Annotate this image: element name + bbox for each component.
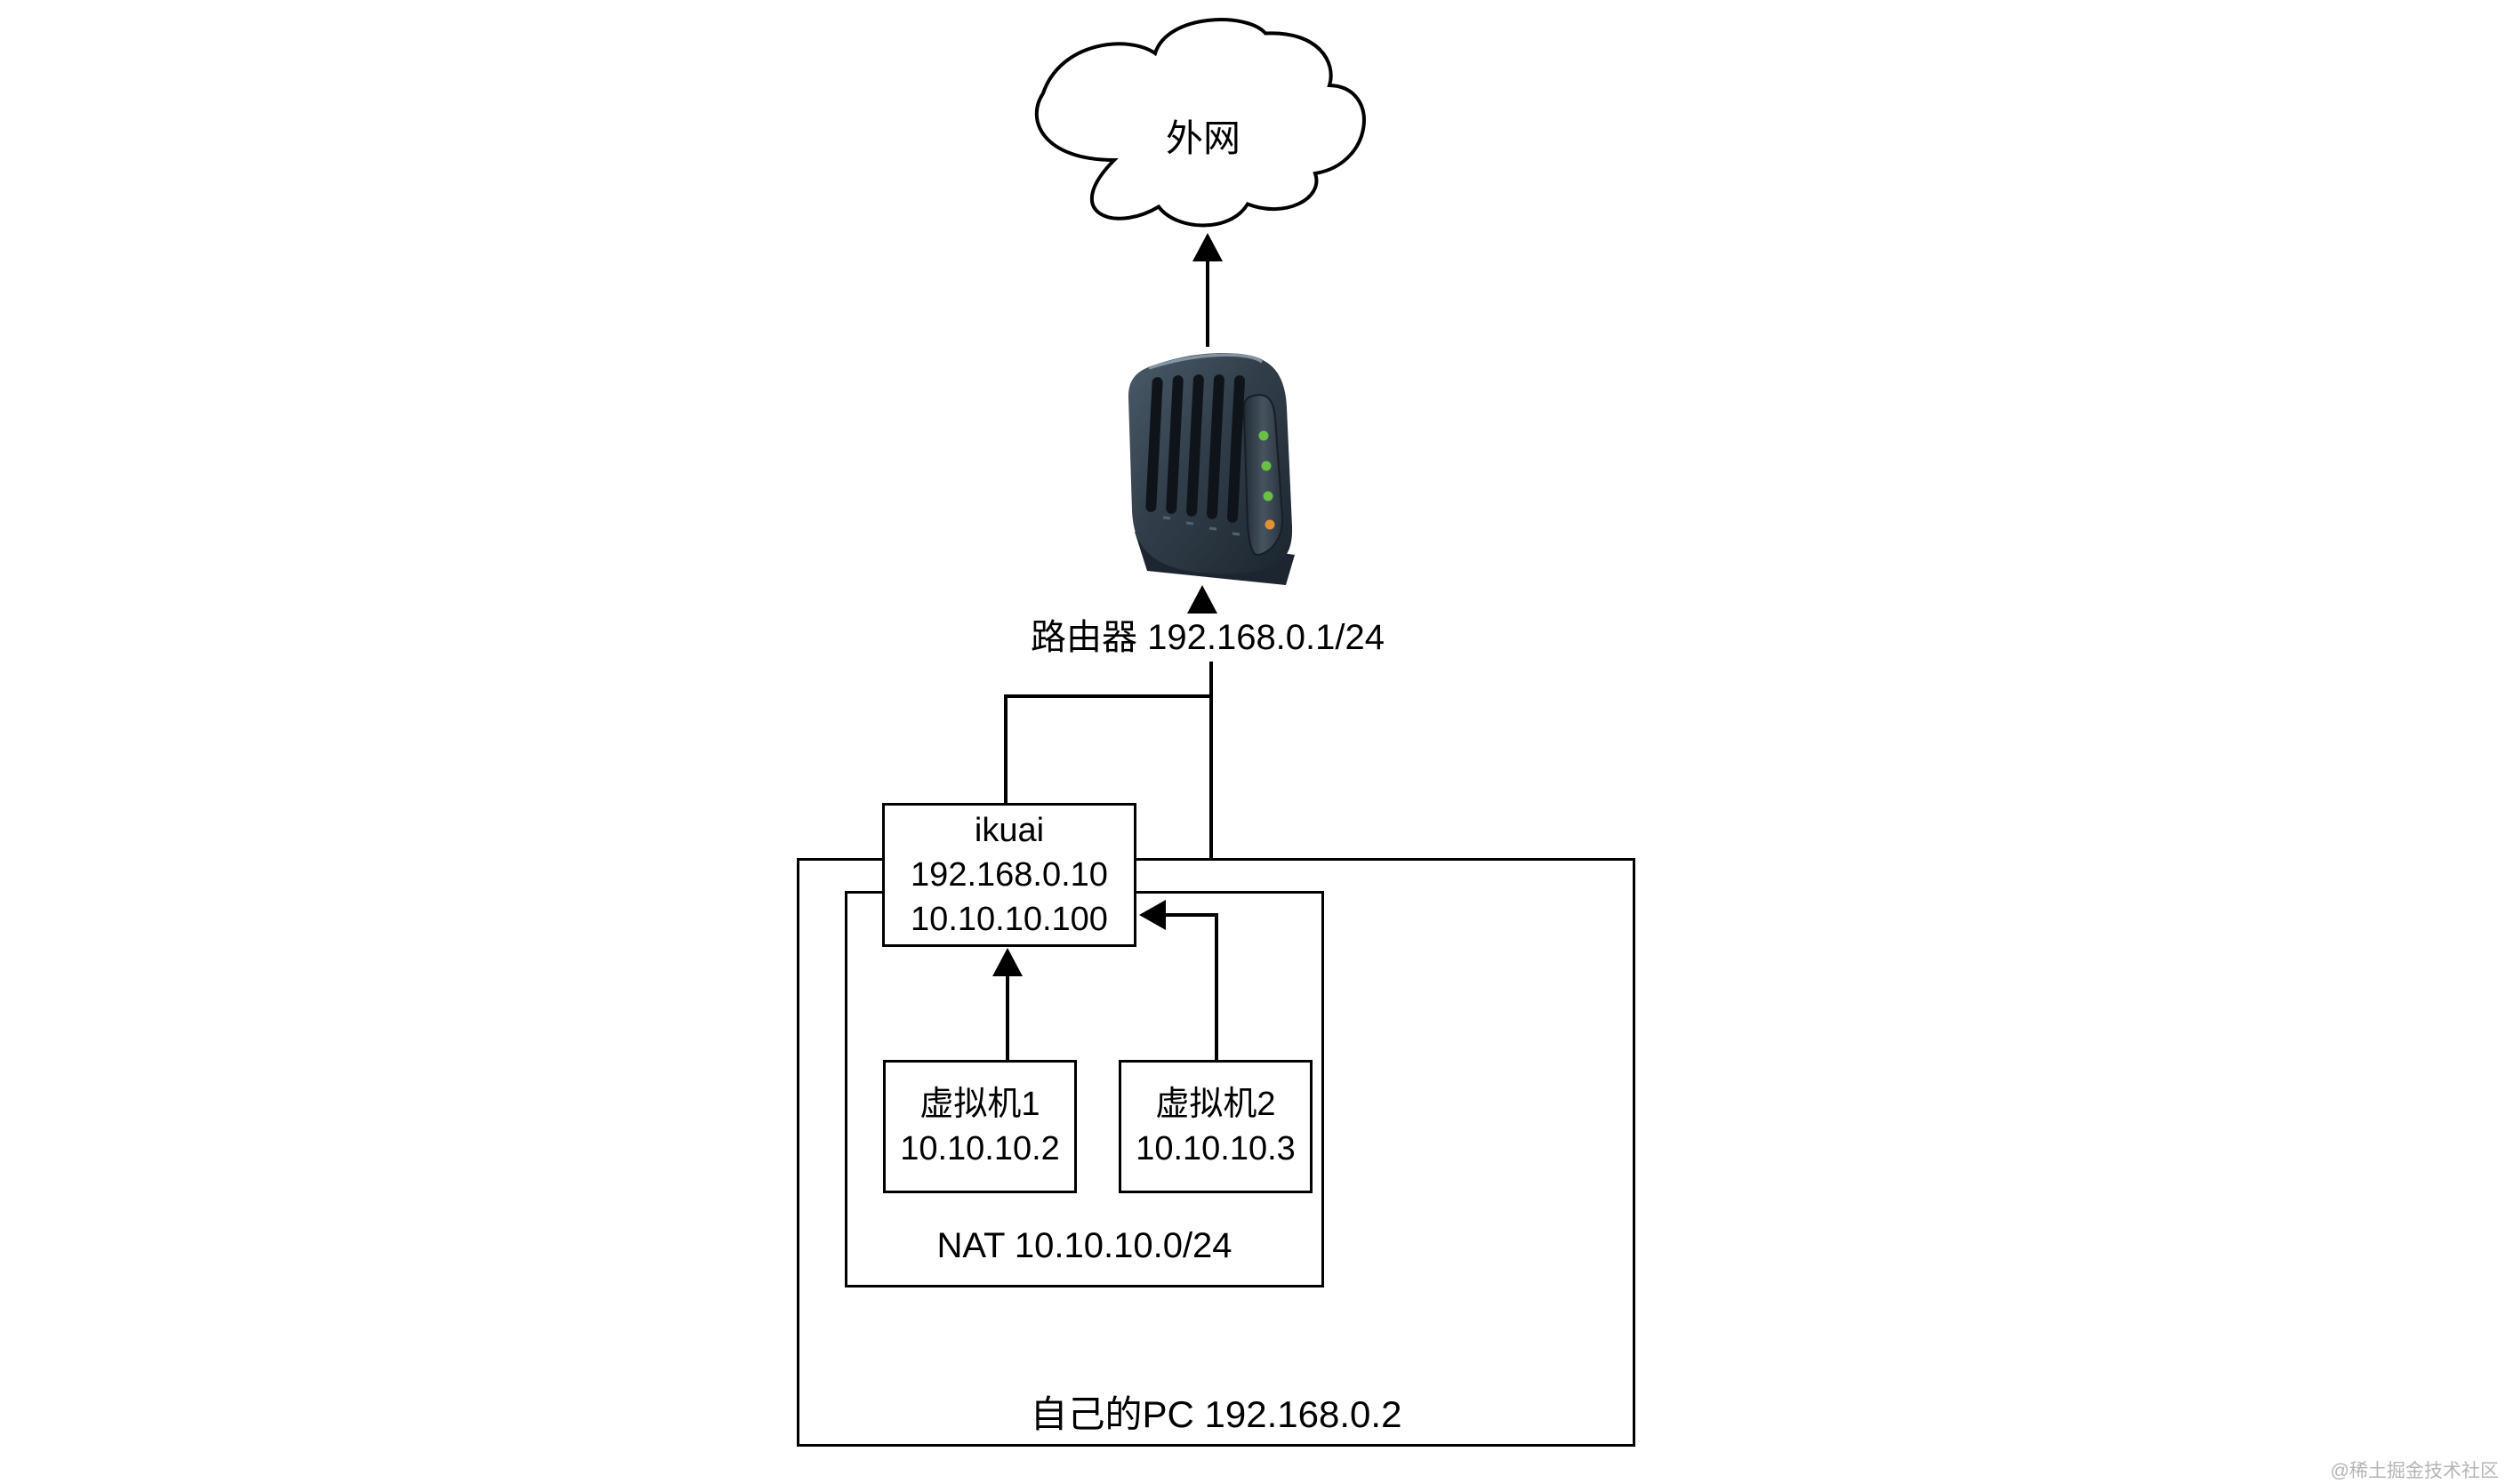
arrow-to-cloud-head [1192,233,1223,261]
ikuai-ip-lan: 192.168.0.10 [911,856,1108,894]
vm1-name: 虚拟机1 [919,1086,1040,1123]
router-trunk-line [1209,662,1213,860]
vm2-to-ikuai-arrowhead [1139,900,1166,930]
router-label: 路由器 192.168.0.1/24 [1030,618,1385,657]
branch-horizontal-line [1004,694,1213,698]
arrow-to-router-head [1187,585,1217,614]
ikuai-name: ikuai [974,812,1045,849]
vm2-box: 虚拟机2 10.10.10.3 [1119,1060,1313,1193]
vm2-name: 虚拟机2 [1155,1086,1276,1123]
nat-label: NAT 10.10.10.0/24 [936,1226,1232,1265]
vm2-to-ikuai-line-vertical [1215,913,1218,1060]
vm2-ip: 10.10.10.3 [1136,1130,1296,1167]
vm1-ip: 10.10.10.2 [900,1130,1060,1167]
cloud-label: 外网 [1165,117,1240,159]
router-device-icon [1128,352,1295,585]
ikuai-box: ikuai 192.168.0.10 10.10.10.100 [882,803,1136,947]
ikuai-ip-nat: 10.10.10.100 [911,901,1108,938]
vm2-to-ikuai-line-horizontal [1160,913,1218,917]
pc-box [797,858,1635,1447]
branch-to-ikuai-line [1004,694,1008,805]
watermark-text: @稀土掘金技术社区 [2330,1461,2499,1481]
cloud-icon [1034,18,1366,228]
router-to-cloud-line [1206,258,1209,347]
vm1-to-ikuai-line [1006,971,1009,1060]
vm1-box: 虚拟机1 10.10.10.2 [883,1060,1077,1193]
pc-label: 自己的PC 192.168.0.2 [1030,1393,1402,1435]
